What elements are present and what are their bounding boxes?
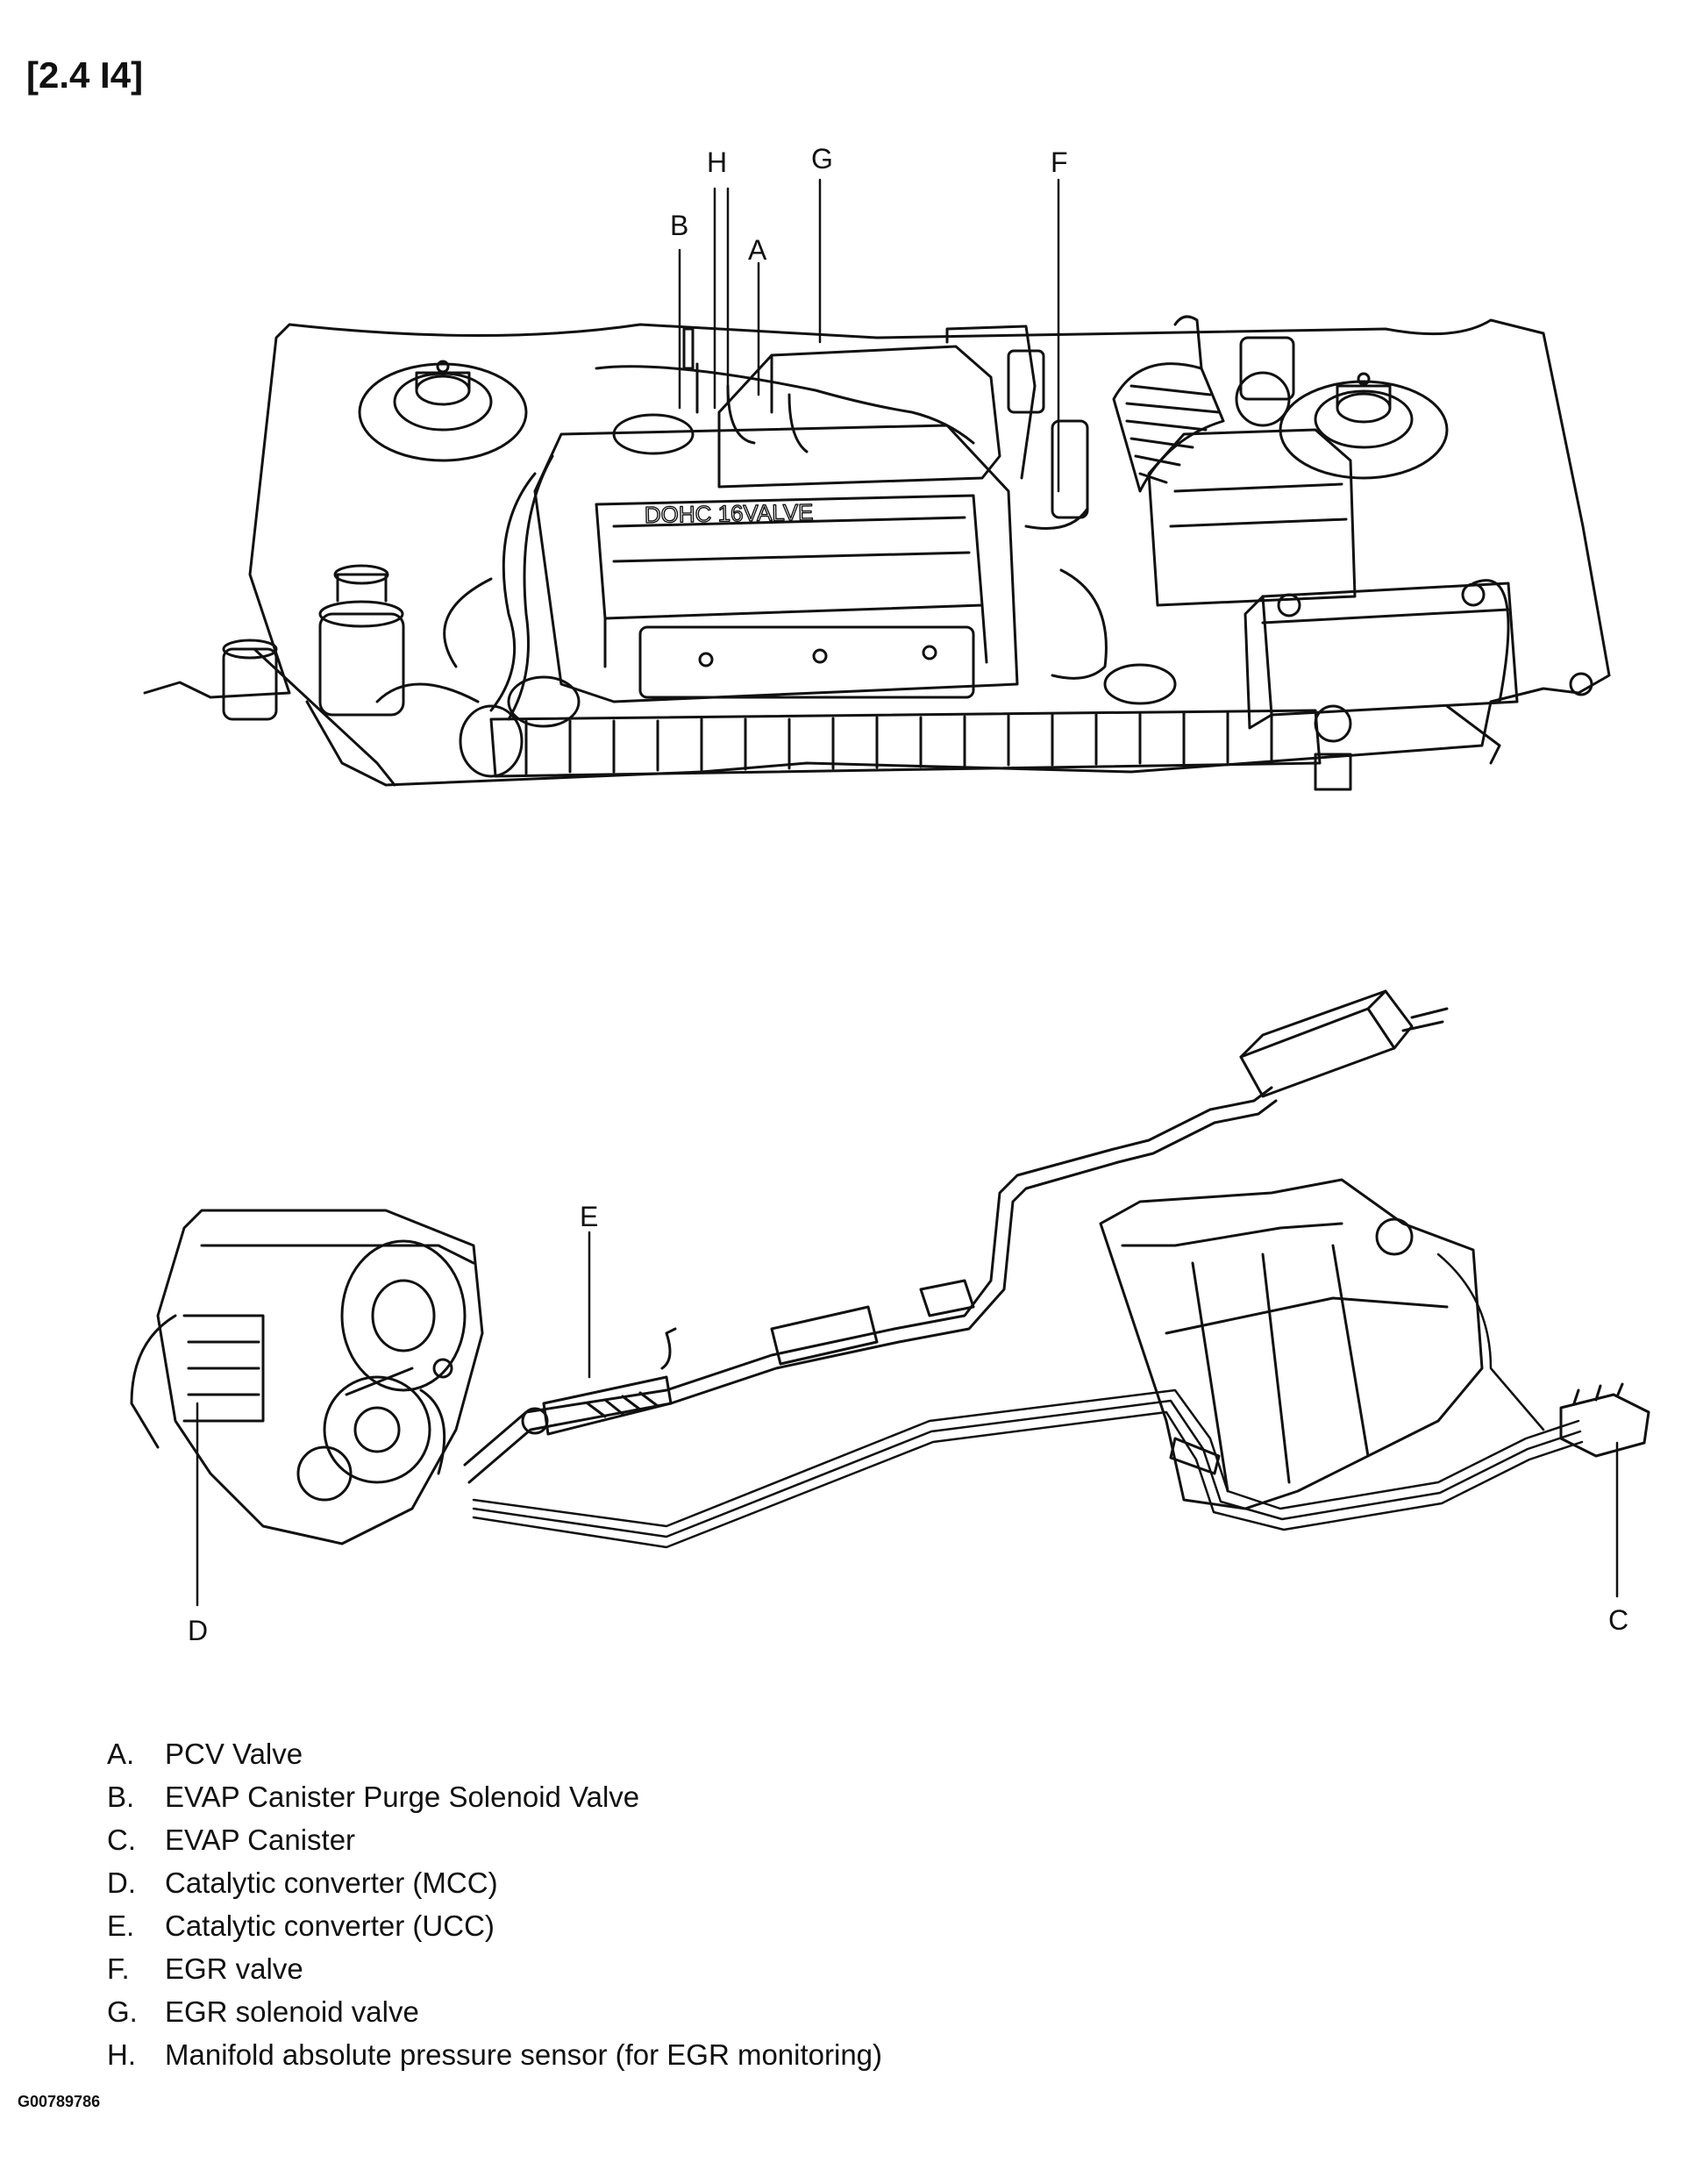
egr-valve-shape [1051, 419, 1089, 519]
legend-item: F EGR valve [107, 1947, 882, 1990]
legend-item: D Catalytic converter (MCC) [107, 1861, 882, 1904]
resonator [770, 1305, 879, 1366]
callout-a: A [748, 234, 767, 266]
right-strut-tower [1279, 372, 1449, 480]
ucc-converter [521, 1327, 677, 1436]
legend-letter: A [107, 1732, 165, 1775]
legend-letter: C [107, 1818, 165, 1861]
battery [1243, 579, 1519, 730]
callout-g: G [811, 143, 833, 175]
legend-text: EVAP Canister Purge Solenoid Valve [165, 1781, 640, 1813]
page-heading: [2.4 I4] [26, 54, 144, 96]
underbody-illustration [130, 989, 1650, 1607]
engine-bay-illustration: DOHC 16VALVE [143, 178, 1611, 791]
engine-leader-lines [678, 178, 1060, 493]
air-intake-duct [1112, 315, 1225, 493]
component-location-drawing: DOHC 16VALVE [130, 143, 1650, 1646]
legend-letter: D [107, 1861, 165, 1904]
underbody-leader-lines [196, 1231, 1619, 1607]
legend-text: EVAP Canister [165, 1824, 356, 1856]
legend-item: H Manifold absolute pressure sensor (for… [107, 2033, 882, 2076]
legend-item: G EGR solenoid valve [107, 1990, 882, 2033]
figure-id: G00789786 [18, 2093, 101, 2110]
evap-canister [1559, 1382, 1650, 1458]
engine-assembly [130, 1209, 484, 1545]
callout-e: E [580, 1201, 598, 1232]
engine-block: DOHC 16VALVE [533, 424, 1019, 703]
legend-letter: G [107, 1990, 165, 2033]
legend-letter: E [107, 1904, 165, 1947]
legend-text: Manifold absolute pressure sensor (for E… [165, 2038, 883, 2071]
cover-lettering: DOHC 16VALVE [645, 499, 814, 528]
callout-c: C [1608, 1604, 1628, 1636]
intake-plenum [612, 325, 1045, 489]
fuel-tank [1099, 1178, 1484, 1510]
legend-item: A PCV Valve [107, 1732, 882, 1775]
legend: A PCV Valve B EVAP Canister Purge Soleno… [107, 1732, 882, 2076]
left-reservoirs [222, 564, 405, 721]
legend-text: PCV Valve [165, 1738, 303, 1770]
legend-letter: H [107, 2033, 165, 2076]
legend-item: C EVAP Canister [107, 1818, 882, 1861]
legend-text: EGR solenoid valve [165, 1995, 419, 2028]
legend-item: E Catalytic converter (UCC) [107, 1904, 882, 1947]
air-cleaner [1147, 336, 1357, 607]
fuel-lines [472, 1253, 1584, 1549]
left-strut-tower [358, 360, 528, 462]
radiator-support [489, 709, 1322, 778]
callout-h: H [707, 146, 727, 178]
legend-text: EGR valve [165, 1952, 303, 1985]
legend-item: B EVAP Canister Purge Solenoid Valve [107, 1775, 882, 1818]
muffler [1239, 989, 1449, 1098]
legend-letter: B [107, 1775, 165, 1818]
legend-letter: F [107, 1947, 165, 1990]
callout-d: D [188, 1615, 208, 1646]
callout-f: F [1051, 146, 1068, 178]
legend-text: Catalytic converter (UCC) [165, 1909, 495, 1942]
callout-b: B [670, 210, 688, 241]
legend-text: Catalytic converter (MCC) [165, 1866, 498, 1899]
exhaust-system [463, 989, 1449, 1484]
